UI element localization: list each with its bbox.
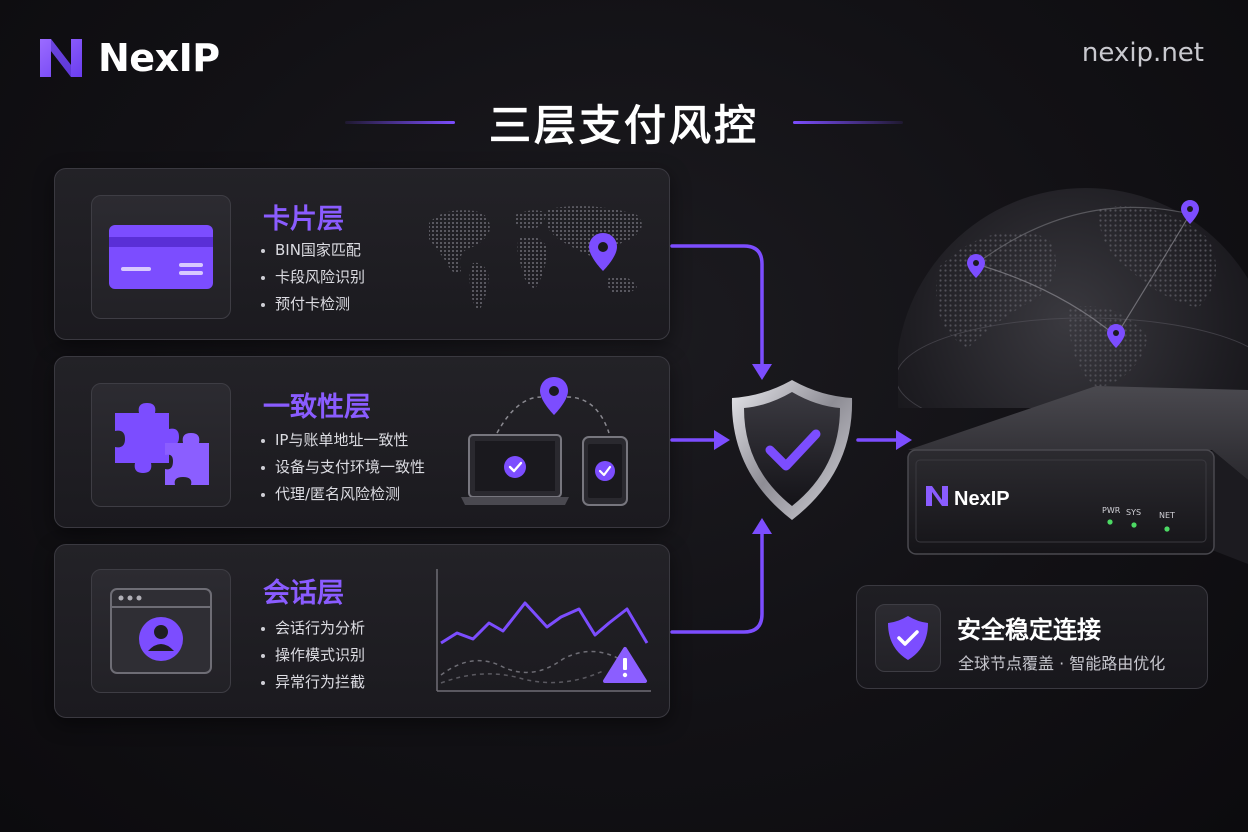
bullet-item: 会话行为分析: [261, 615, 365, 642]
site-url[interactable]: nexip.net: [1081, 38, 1204, 68]
location-pin-icon: [589, 233, 617, 271]
led-label: NET: [1159, 511, 1175, 520]
puzzle-icon: [91, 383, 231, 507]
title-divider-left: [344, 121, 455, 124]
layer-bullets: IP与账单地址一致性 设备与支付环境一致性 代理/匿名风险检测: [261, 427, 425, 508]
network-device: NexIP PWR SYS NET: [907, 386, 1248, 564]
layer-card-consistency: 一致性层 IP与账单地址一致性 设备与支付环境一致性 代理/匿名风险检测: [54, 356, 670, 528]
laptop-icon: [461, 434, 569, 505]
bullet-item: 设备与支付环境一致性: [261, 454, 425, 481]
layer-title: 卡片层: [263, 204, 344, 235]
led-label: SYS: [1126, 508, 1141, 517]
flow-connectors: [670, 244, 912, 634]
bullet-item: 卡段风险识别: [261, 264, 365, 291]
pwr-led: [1107, 519, 1113, 525]
layer-title: 一致性层: [263, 392, 371, 423]
layer-title: 会话层: [263, 578, 344, 609]
bullet-item: 操作模式识别: [261, 642, 365, 669]
sys-led: [1131, 522, 1137, 528]
layer-bullets: BIN国家匹配 卡段风险识别 预付卡检测: [261, 237, 365, 318]
shield-check-icon: [875, 604, 941, 672]
laptop-phone-check: [461, 377, 628, 506]
layer-card-session: 会话层 会话行为分析 操作模式识别 异常行为拦截: [54, 544, 670, 718]
title-divider-right: [793, 121, 903, 124]
phone-icon: [582, 436, 628, 506]
shield-check-icon: [731, 380, 853, 520]
bullet-item: 预付卡检测: [261, 291, 365, 318]
location-pin-icon: [540, 377, 568, 415]
device-brand: NexIP: [954, 488, 1010, 510]
status-title: 安全稳定连接: [957, 616, 1101, 644]
title-bar: 三层支付风控: [0, 92, 1248, 153]
nexip-logo-icon: [40, 39, 82, 77]
led-label: PWR: [1102, 506, 1121, 515]
connection-status-card: 安全稳定连接 全球节点覆盖 · 智能路由优化: [856, 585, 1208, 689]
brand-logo: NexIP: [38, 36, 220, 80]
bullet-item: BIN国家匹配: [261, 237, 365, 264]
world-map-pin: [429, 206, 642, 311]
anomaly-chart-warning: [436, 569, 651, 692]
device-logo-icon: [926, 486, 948, 506]
credit-card-icon: [91, 195, 231, 319]
warning-icon: [603, 647, 647, 683]
bullet-item: 代理/匿名风险检测: [261, 481, 425, 508]
layer-bullets: 会话行为分析 操作模式识别 异常行为拦截: [261, 615, 365, 696]
user-window-icon: [91, 569, 231, 693]
bullet-item: IP与账单地址一致性: [261, 427, 425, 454]
layer-card-card: 卡片层 BIN国家匹配 卡段风险识别 预付卡检测: [54, 168, 670, 340]
brand-name: NexIP: [98, 36, 220, 80]
page-title: 三层支付风控: [488, 101, 759, 150]
net-led: [1164, 526, 1170, 532]
status-subtitle: 全球节点覆盖 · 智能路由优化: [958, 654, 1166, 673]
bullet-item: 异常行为拦截: [261, 669, 365, 696]
globe-network: [898, 188, 1248, 408]
